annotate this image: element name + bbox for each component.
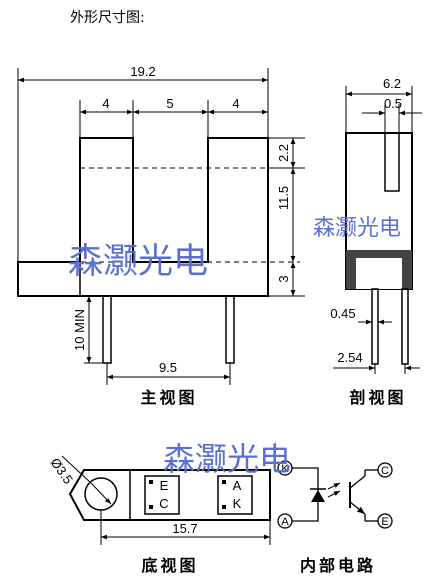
watermark-3: 森灏光电	[163, 440, 291, 478]
front-view: 19.2 4 5 4 2.2 11.5 3 10 MIN 9.5 主视图	[17, 64, 305, 407]
front-pin-left	[102, 295, 112, 364]
bottom-view-caption: 底视图	[141, 556, 198, 575]
dim-top: 2.2	[276, 144, 291, 162]
dim-lead-pitch: 2.54	[337, 350, 362, 365]
section-slot	[384, 132, 400, 192]
dim-slot-gap: 5	[166, 96, 173, 111]
circuit-pin-a-label: A	[281, 516, 289, 528]
section-view: 6.2 0.5 0.45 2.54 剖视图	[330, 76, 422, 407]
pad-right-label-top: A	[233, 478, 242, 493]
circuit-pin-k-label: K	[281, 463, 289, 475]
pad-left-label-bottom: C	[159, 496, 168, 511]
dim-height: 11.5	[276, 186, 291, 210]
watermark-2: 森灏光电	[313, 216, 401, 241]
pad-left	[144, 475, 180, 515]
watermark-1: 森灏光电	[68, 242, 208, 282]
dim-slot-right: 4	[232, 96, 239, 111]
front-pin-right	[225, 295, 235, 364]
circuit-caption: 内部电路	[300, 556, 376, 575]
dim-slot-left: 4	[102, 96, 109, 111]
pad-left-label-top: E	[160, 478, 169, 493]
dim-section-slot: 0.5	[384, 96, 402, 111]
dim-overall-width: 19.2	[130, 64, 155, 79]
page-heading: 外形尺寸图:	[70, 10, 145, 26]
section-view-caption: 剖视图	[349, 388, 406, 407]
circuit-pin-c-label: C	[381, 465, 389, 477]
dim-hole-diameter: Ø3.5	[48, 455, 76, 487]
led-diode-icon	[311, 490, 325, 502]
dim-bottom-span: 15.7	[172, 521, 197, 536]
section-lead-left	[371, 288, 379, 365]
section-lead-right	[401, 288, 409, 365]
dim-pin-pitch: 9.5	[159, 360, 177, 375]
dim-lead-length: 10 MIN	[72, 309, 87, 351]
front-view-caption: 主视图	[140, 388, 197, 407]
dim-base: 3	[276, 275, 291, 282]
pad-right	[217, 475, 253, 515]
circuit-pin-e-label: E	[381, 516, 388, 528]
dim-lead-width: 0.45	[330, 306, 355, 321]
led-wire	[292, 467, 319, 522]
pad-right-label-bottom: K	[233, 496, 242, 511]
internal-circuit: K A C E 内部电路	[277, 460, 393, 575]
section-cavity	[356, 258, 402, 289]
dim-section-width: 6.2	[383, 76, 401, 91]
